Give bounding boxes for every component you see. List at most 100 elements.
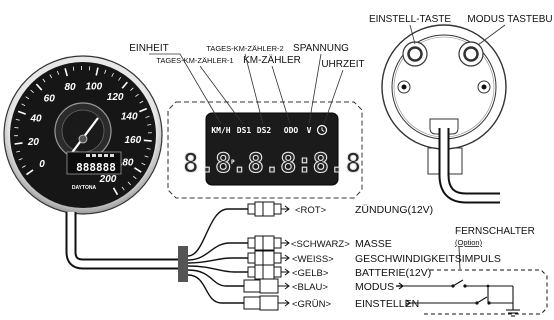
dial-tick <box>21 165 26 168</box>
lcd-main-digits: 8.8.8.8:8.8 <box>183 148 362 179</box>
label-einheit: EINHEIT <box>129 43 168 54</box>
dial-tick <box>15 118 20 121</box>
label-uhrzeit: UHRZEIT <box>321 59 364 70</box>
large-connector <box>243 295 290 311</box>
set-button <box>402 41 428 67</box>
wire-color-weiss: <WEISS> <box>292 254 334 265</box>
dial-tick <box>141 162 146 166</box>
label-modus-taste: MODUS TASTEBU <box>467 14 552 25</box>
dial-tick <box>26 169 34 176</box>
dial-tick <box>95 67 99 76</box>
dial-number: 180 <box>117 157 134 168</box>
dial-tick <box>127 181 132 186</box>
label-km-zaehler: KM-ZÄHLER <box>243 54 301 66</box>
dial-tick <box>130 87 134 91</box>
dial-tick <box>64 68 68 77</box>
lcd-indicator-row: KM/H DS1 DS2 ODO V <box>211 124 328 136</box>
dial-tick <box>72 66 75 71</box>
dial-tick <box>135 93 139 97</box>
wire-function-masse: MASSE <box>355 238 392 250</box>
wire-color-schwarz: <SCHWARZ> <box>291 239 350 250</box>
dial-tick <box>21 103 26 106</box>
unit-rear-view <box>381 24 507 204</box>
dial-lcd-digits: 888888 <box>76 161 116 174</box>
wire-function-speed: GESCHWINDIGKEITSIMPULS <box>355 253 501 265</box>
dial-lcd <box>66 151 122 175</box>
lcd-indicator-kmh: KM/H <box>211 126 230 135</box>
lcd-indicator-odo: ODO <box>284 126 299 135</box>
lcd-panel: KM/H DS1 DS2 ODO V 8.8.8.8:8.8 P <box>167 101 363 199</box>
small-connector <box>247 235 290 251</box>
dial-tick <box>118 76 122 81</box>
small-connector <box>247 250 290 266</box>
dial-tick <box>14 142 23 145</box>
dial-tick <box>112 187 119 196</box>
dial-number: 140 <box>121 111 138 122</box>
dial-number: 0 <box>39 159 45 170</box>
dial-number: 80 <box>64 82 76 93</box>
dial-tick <box>104 69 107 74</box>
dial-number: 60 <box>44 94 56 105</box>
large-connector <box>243 278 290 294</box>
switch-contacts <box>451 284 491 305</box>
dial-tick <box>121 81 128 89</box>
cable-sheath-end <box>178 246 188 282</box>
main-cable <box>65 212 180 270</box>
wire-function-modus: MODUS <box>355 281 394 293</box>
dial-tick <box>111 72 114 77</box>
wire-fan <box>187 208 248 304</box>
small-connector <box>247 264 290 280</box>
dial-tick <box>134 167 142 173</box>
clock-icon <box>316 124 328 136</box>
small-connector <box>247 201 290 217</box>
dial-tick <box>121 186 125 191</box>
dial-tick <box>145 116 150 118</box>
dial-ticks <box>13 66 152 196</box>
dial-tick <box>18 158 23 161</box>
lcd-indicator-v: V <box>307 126 312 135</box>
dial-tick <box>49 74 53 79</box>
dial-brand: DAYTONA <box>72 185 97 191</box>
dial-tick <box>35 83 43 91</box>
dial-tick <box>25 96 30 100</box>
dial-tick <box>132 175 137 180</box>
dial-tick <box>30 89 34 93</box>
dial-tick <box>143 139 152 142</box>
dial-tick <box>56 70 60 75</box>
dial-number: 20 <box>27 137 40 148</box>
lcd-indicator-ds2: DS2 <box>257 126 272 135</box>
label-tages-km-1: TAGES-KM-ZÄHLER-1 <box>156 56 233 65</box>
remote-switch-wiring <box>396 279 520 317</box>
label-spannung: SPANNUNG <box>293 43 349 54</box>
label-einstell-taste: EINSTELL-TASTE <box>369 14 451 25</box>
remote-switch-box <box>424 246 548 315</box>
lcd-trip-indicator: P <box>231 159 235 166</box>
lcd-indicator-ds1: DS1 <box>237 126 252 135</box>
mode-button <box>458 41 484 67</box>
label-tages-km-2: TAGES-KM-ZÄHLER-2 <box>206 44 283 53</box>
mounting-hole-left <box>397 80 411 94</box>
wire-color-gruen: <GRÜN> <box>292 299 332 310</box>
dial-number: 100 <box>85 82 102 93</box>
dial-tick <box>42 78 46 83</box>
dial-number: 120 <box>107 92 124 103</box>
wire-color-rot: <ROT> <box>295 205 327 216</box>
wire-color-gelb: <GELB> <box>292 268 329 279</box>
dial-tick <box>147 124 152 126</box>
wire-function-einstellen: EINSTELLEN <box>355 298 419 310</box>
leader-lines <box>149 24 506 125</box>
dial-number: 200 <box>99 174 117 185</box>
remote-title: FERNSCHALTER <box>455 226 535 237</box>
dial-tick <box>144 155 149 158</box>
dial-tick <box>16 150 21 153</box>
dial-tick <box>139 100 144 104</box>
wire-color-blau: <BLAU> <box>292 282 328 293</box>
dial-tick <box>17 110 26 115</box>
dial-tick <box>146 147 151 150</box>
mounting-hole-right <box>477 80 491 94</box>
dial-tick <box>139 107 148 113</box>
wire-function-zuendung: ZÜNDUNG(12V) <box>355 204 433 216</box>
